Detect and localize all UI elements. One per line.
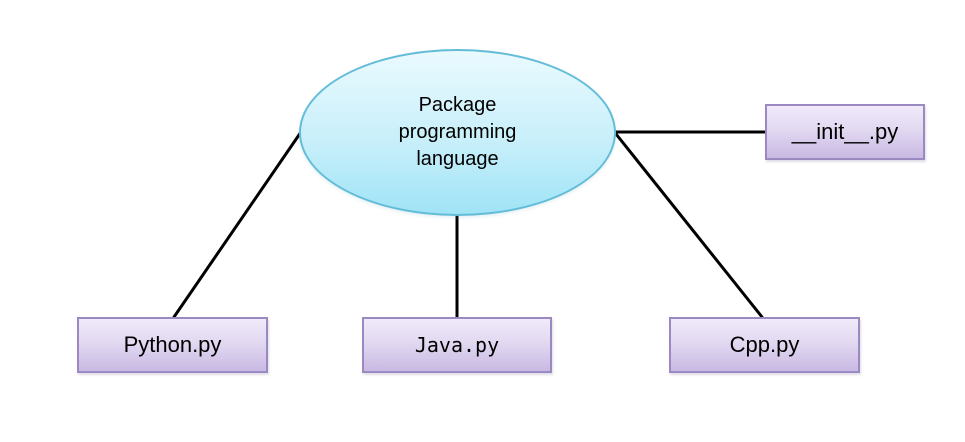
node-java-rect: Java.py [362, 317, 552, 373]
node-init-rect: __init__.py [765, 104, 925, 160]
node-package-label: Package programming language [398, 94, 517, 170]
node-package-ellipse: Package programming language [299, 49, 616, 216]
node-java-label: Java.py [414, 333, 500, 357]
node-cpp-rect: Cpp.py [669, 317, 860, 373]
node-python-label: Python.py [123, 332, 222, 357]
connector-package-cpp [614, 132, 764, 319]
node-init-label: __init__.py [791, 119, 899, 144]
node-cpp-label: Cpp.py [729, 332, 800, 357]
node-python-rect: Python.py [77, 317, 268, 373]
connector-package-python [172, 130, 303, 319]
